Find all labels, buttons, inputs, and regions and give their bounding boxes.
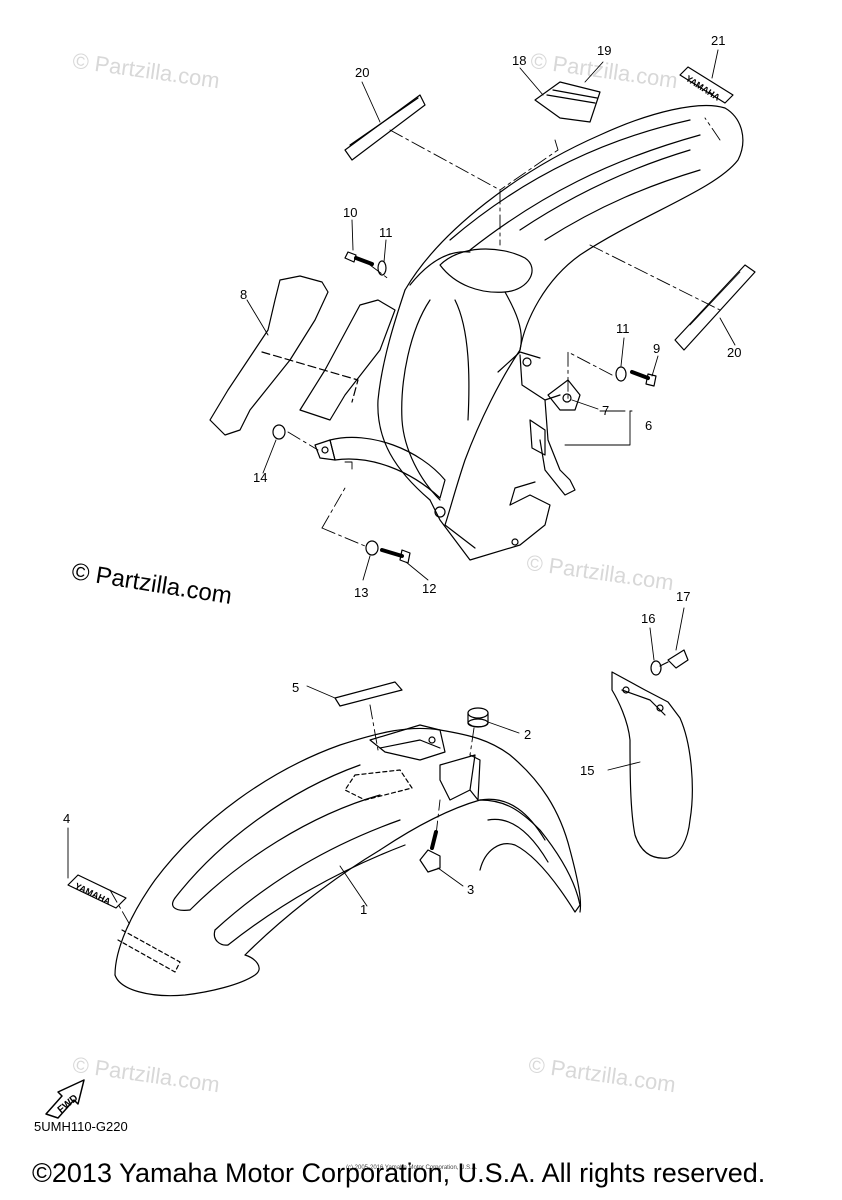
screw-17 <box>659 649 689 669</box>
decal-5 <box>334 681 403 707</box>
diagram-code: 5UMH110-G220 <box>34 1119 128 1134</box>
copyright-notice: ©2013 Yamaha Motor Corporation, U.S.A. A… <box>32 1158 766 1188</box>
callout-10: 10 <box>343 205 357 220</box>
callout-9: 9 <box>653 341 660 356</box>
leader-lines <box>67 49 736 907</box>
callout-19: 19 <box>597 43 611 58</box>
bolt-3 <box>419 830 441 873</box>
fwd-arrow-icon: FWD <box>45 1079 85 1119</box>
decal-20-left-stripe <box>349 97 419 146</box>
callout-11-right: 11 <box>616 321 630 336</box>
fine-print: (c) 2005-2016 Yamaha Motor Corporation, … <box>346 1165 478 1171</box>
callout-7: 7 <box>602 403 609 418</box>
callout-20-right: 20 <box>727 345 741 360</box>
callout-16: 16 <box>641 611 655 626</box>
washer-14 <box>272 424 286 440</box>
side-cover-part-8 <box>209 275 359 436</box>
decal-4 <box>67 874 127 909</box>
washer-11-left <box>377 260 387 276</box>
decal-21-text: YAMAHA <box>684 73 722 103</box>
decal-18-19 <box>534 81 601 123</box>
callout-8: 8 <box>240 287 247 302</box>
callout-2: 2 <box>524 727 531 742</box>
bolt-10 <box>344 251 374 266</box>
bolt-12 <box>380 548 411 564</box>
assembly-lines-top <box>287 117 721 547</box>
decal-21 <box>679 66 734 104</box>
callout-14: 14 <box>253 470 267 485</box>
washer-11-right <box>615 366 627 382</box>
decal-4-text: YAMAHA <box>73 881 113 907</box>
callout-20-left: 20 <box>355 65 369 80</box>
callout-13: 13 <box>354 585 368 600</box>
callout-11-left: 11 <box>379 225 393 240</box>
decal-20-right <box>674 264 756 351</box>
front-fender <box>114 724 582 997</box>
callout-labels: 20 18 19 21 10 11 8 11 9 20 7 6 14 13 12… <box>63 33 741 917</box>
assembly-lines-bottom <box>109 704 475 926</box>
washer-16 <box>650 660 662 676</box>
callout-5: 5 <box>292 680 299 695</box>
callout-1: 1 <box>360 902 367 917</box>
bolt-9 <box>630 370 657 387</box>
washer-13 <box>365 540 379 556</box>
callout-18: 18 <box>512 53 526 68</box>
callout-12: 12 <box>422 581 436 596</box>
rear-fender <box>299 105 744 561</box>
callout-6: 6 <box>645 418 652 433</box>
callout-15: 15 <box>580 763 594 778</box>
callout-3: 3 <box>467 882 474 897</box>
fork-guard-15 <box>611 671 693 859</box>
callout-17: 17 <box>676 589 690 604</box>
decal-20-left <box>344 94 426 161</box>
callout-4: 4 <box>63 811 70 826</box>
callout-21: 21 <box>711 33 725 48</box>
grommet-2 <box>467 707 489 728</box>
